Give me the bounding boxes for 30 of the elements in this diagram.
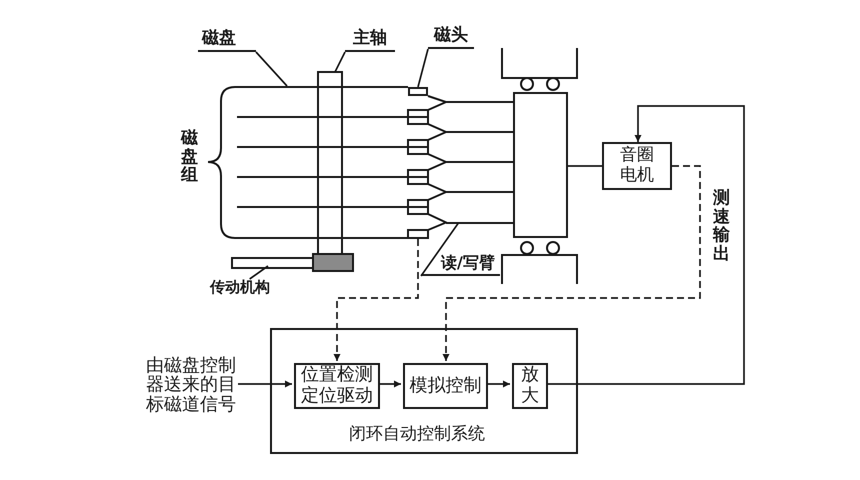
process-block — [403, 363, 488, 409]
leader-line — [420, 223, 459, 276]
dashed-arrow — [442, 165, 701, 361]
block-label: 放大 — [520, 365, 540, 407]
arrow — [378, 380, 401, 388]
part-label: 磁盘组 — [181, 129, 198, 186]
leader-line — [255, 51, 288, 87]
arrow — [486, 380, 510, 388]
motor-label: 音圈电机 — [619, 146, 655, 186]
block-label: 模拟控制 — [410, 376, 482, 396]
leader-line — [334, 52, 346, 72]
dashed-arrow — [334, 239, 419, 361]
part-label: 主轴 — [345, 29, 395, 52]
leader-line — [249, 265, 268, 280]
part-label: 读/写臂 — [421, 253, 500, 276]
head-carriage — [513, 92, 568, 238]
part-label: 磁盘 — [198, 29, 256, 52]
magnetic-head — [408, 87, 428, 96]
leader-line — [417, 48, 429, 88]
part-label: 磁头 — [428, 26, 474, 49]
motor-block — [602, 142, 672, 190]
coupling-line — [568, 165, 602, 167]
arrow — [238, 380, 292, 388]
block-label: 位置检测定位驱动 — [300, 365, 374, 407]
input-signal-label: 由磁盘控制器送来的目标磁道信号 — [146, 356, 238, 414]
system-label: 闭环自动控制系统 — [349, 424, 485, 444]
process-block — [294, 363, 380, 409]
control-system-frame — [270, 328, 578, 454]
process-block — [512, 363, 548, 409]
part-label: 传动机构 — [210, 279, 274, 299]
